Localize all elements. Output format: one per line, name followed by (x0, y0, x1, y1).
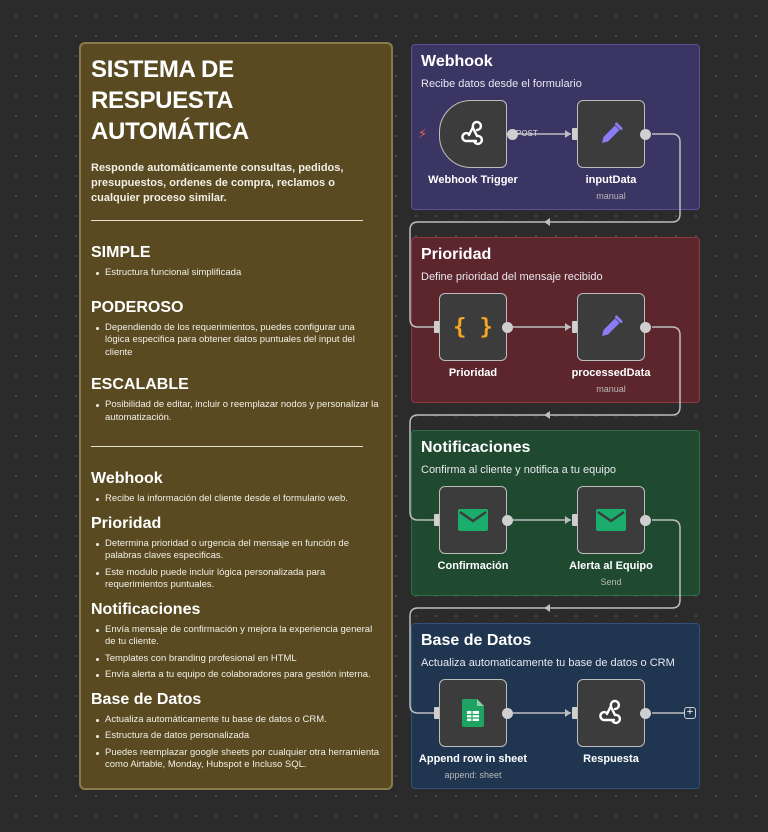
module-bullet: Actualiza automáticamente tu base de dat… (96, 714, 381, 727)
module-bullet: Estructura de datos personalizada (96, 730, 381, 743)
module-bullet: Puedes reemplazar google sheets por cual… (96, 746, 380, 770)
note-divider (91, 446, 363, 447)
group-title: Webhook (421, 53, 493, 70)
mail-icon (596, 509, 626, 531)
group-subtitle: Actualiza automaticamente tu base de dat… (421, 657, 675, 669)
output-port[interactable] (640, 322, 651, 333)
note-title: SISTEMA DE RESPUESTA AUTOMÁTICA (91, 54, 381, 147)
module-bullet: Envía mensaje de confirmación y mejora l… (96, 624, 381, 649)
module-bullet: Envía alerta a tu equipo de colaboradore… (96, 669, 381, 682)
node-sublabel: manual (596, 384, 626, 394)
node-label: Prioridad (448, 367, 498, 379)
node-respuesta[interactable] (577, 679, 645, 747)
output-port[interactable] (507, 129, 518, 140)
node-input-data[interactable] (577, 100, 645, 168)
node-confirmacion[interactable] (439, 486, 507, 554)
group-subtitle: Confirma al cliente y notifica a tu equi… (421, 464, 617, 476)
output-port[interactable] (640, 515, 651, 526)
group-title: Base de Datos (421, 632, 532, 649)
node-sublabel: Send (600, 577, 622, 587)
node-label: Confirmación (437, 560, 509, 572)
module-list-notificaciones: Envía mensaje de confirmación y mejora l… (91, 624, 381, 682)
pencil-icon (602, 315, 623, 336)
module-list-base-datos: Actualiza automáticamente tu base de dat… (91, 714, 381, 772)
note-title-line1: SISTEMA DE RESPUESTA (91, 56, 234, 114)
feature-bullet: Dependiendo de los requerimientos, puede… (96, 322, 381, 360)
module-heading-notificaciones: Notificaciones (91, 600, 201, 618)
feature-list-poderoso: Dependiendo de los requerimientos, puede… (91, 322, 381, 360)
output-port[interactable] (502, 515, 513, 526)
output-port[interactable] (640, 129, 651, 140)
note-divider (91, 220, 363, 221)
node-prioridad[interactable]: { } (439, 293, 507, 361)
output-port[interactable] (640, 708, 651, 719)
module-heading-base-datos: Base de Datos (91, 690, 202, 708)
output-port[interactable] (502, 322, 513, 333)
input-port[interactable] (572, 707, 578, 719)
input-port[interactable] (572, 514, 578, 526)
google-sheets-icon (462, 699, 484, 727)
feature-list-escalable: Posibilidad de editar, incluir o reempla… (91, 399, 381, 424)
note-title-line2: AUTOMÁTICA (91, 118, 249, 145)
output-port[interactable] (502, 708, 513, 719)
code-braces-icon: { } (453, 314, 493, 340)
arrow-head (544, 604, 550, 612)
feature-heading-simple: SIMPLE (91, 244, 151, 261)
input-port[interactable] (572, 321, 578, 333)
trigger-bolt-icon: ⚡ (418, 126, 428, 141)
module-bullet: Templates con branding profesional en HT… (96, 653, 381, 666)
module-bullet: Este modulo puede incluir lógica persona… (96, 567, 381, 592)
node-append-row[interactable] (439, 679, 507, 747)
feature-bullet: Posibilidad de editar, incluir o reempla… (96, 399, 381, 424)
module-bullet: Recibe la información del cliente desde … (96, 493, 381, 506)
input-port[interactable] (434, 707, 440, 719)
arrow-head (544, 411, 550, 419)
mail-icon (458, 509, 488, 531)
feature-list-simple: Estructura funcional simplificada (91, 267, 381, 280)
module-heading-webhook: Webhook (91, 470, 163, 487)
node-label: Respuesta (583, 753, 639, 765)
group-title: Notificaciones (421, 439, 531, 456)
module-heading-prioridad: Prioridad (91, 514, 162, 532)
arrow-head (544, 218, 550, 226)
feature-bullet: Estructura funcional simplificada (96, 267, 381, 280)
node-webhook-trigger[interactable] (439, 100, 507, 168)
add-node-button[interactable]: + (684, 707, 696, 719)
feature-heading-escalable: ESCALABLE (91, 376, 189, 393)
pencil-icon (602, 122, 623, 143)
note-description: Responde automáticamente consultas, pedi… (91, 162, 344, 204)
input-port[interactable] (572, 128, 578, 140)
node-label: Append row in sheet (418, 753, 528, 765)
wire-label-post: POST (516, 129, 538, 138)
node-label: inputData (585, 174, 637, 186)
module-bullet: Determina prioridad o urgencia del mensa… (96, 538, 381, 563)
input-port[interactable] (434, 321, 440, 333)
module-list-prioridad: Determina prioridad o urgencia del mensa… (91, 538, 381, 592)
group-title: Prioridad (421, 246, 492, 263)
node-label: Webhook Trigger (428, 174, 518, 186)
group-subtitle: Recibe datos desde el formulario (421, 78, 582, 90)
module-list-webhook: Recibe la información del cliente desde … (91, 493, 381, 506)
node-sublabel: append: sheet (444, 770, 502, 780)
input-port[interactable] (434, 514, 440, 526)
sticky-note[interactable]: SISTEMA DE RESPUESTA AUTOMÁTICA Responde… (79, 42, 393, 790)
webhook-icon (461, 120, 484, 146)
node-sublabel: manual (596, 191, 626, 201)
webhook-icon (599, 699, 622, 725)
node-label: Alerta al Equipo (569, 560, 653, 572)
group-subtitle: Define prioridad del mensaje recibido (421, 271, 603, 283)
node-processed-data[interactable] (577, 293, 645, 361)
node-label: processedData (571, 367, 651, 379)
node-alerta-equipo[interactable] (577, 486, 645, 554)
feature-heading-poderoso: PODEROSO (91, 298, 184, 316)
